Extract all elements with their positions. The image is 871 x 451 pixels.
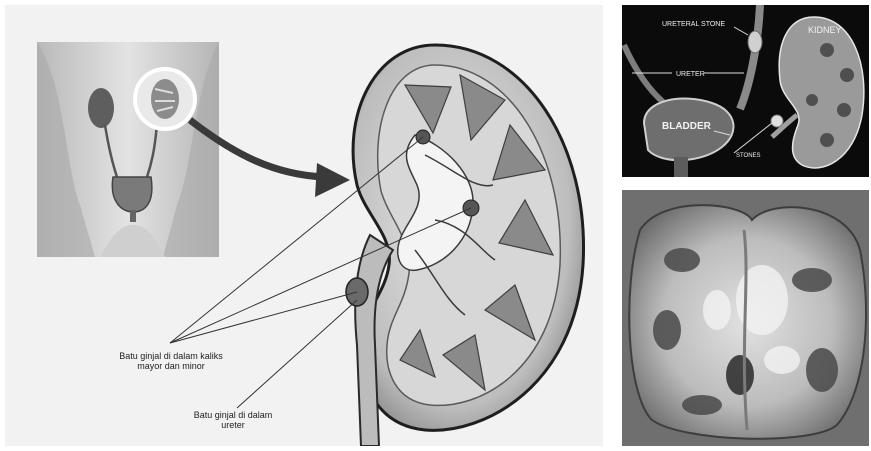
urinary-tract-diagram: URETERAL STONE URETER KIDNEY BLADDER STO… — [622, 5, 869, 177]
urinary-tract-diagram-panel: URETERAL STONE URETER KIDNEY BLADDER STO… — [622, 5, 869, 177]
kidney-illustration-panel: Batu ginjal di dalam kaliks mayor dan mi… — [5, 5, 603, 446]
caption-calyces: Batu ginjal di dalam kaliks mayor dan mi… — [101, 351, 241, 371]
label-stones: STONES — [736, 153, 761, 159]
caption-ureter: Batu ginjal di dalam ureter — [173, 410, 293, 430]
torso-inset — [37, 42, 219, 257]
caption-calyces-line1: Batu ginjal di dalam kaliks — [101, 351, 241, 361]
kidney-specimen-image — [622, 190, 869, 446]
kidney-specimen-photo — [622, 190, 869, 446]
diagram-kidney — [779, 17, 864, 168]
caption-ureter-line1: Batu ginjal di dalam — [173, 410, 293, 420]
label-bladder: BLADDER — [662, 121, 712, 132]
arrow-head — [315, 163, 350, 197]
kidney-stones — [771, 115, 783, 127]
caption-calyces-line2: mayor dan minor — [101, 361, 241, 371]
kidney-cross-section — [346, 45, 584, 446]
label-kidney: KIDNEY — [808, 25, 842, 35]
label-ureteral-stone: URETERAL STONE — [662, 21, 725, 28]
ureteral-stone — [748, 31, 762, 53]
kidney-illustration — [5, 5, 603, 446]
caption-ureter-line2: ureter — [173, 420, 293, 430]
small-kidney-left — [88, 88, 114, 128]
label-ureter: URETER — [676, 71, 705, 78]
